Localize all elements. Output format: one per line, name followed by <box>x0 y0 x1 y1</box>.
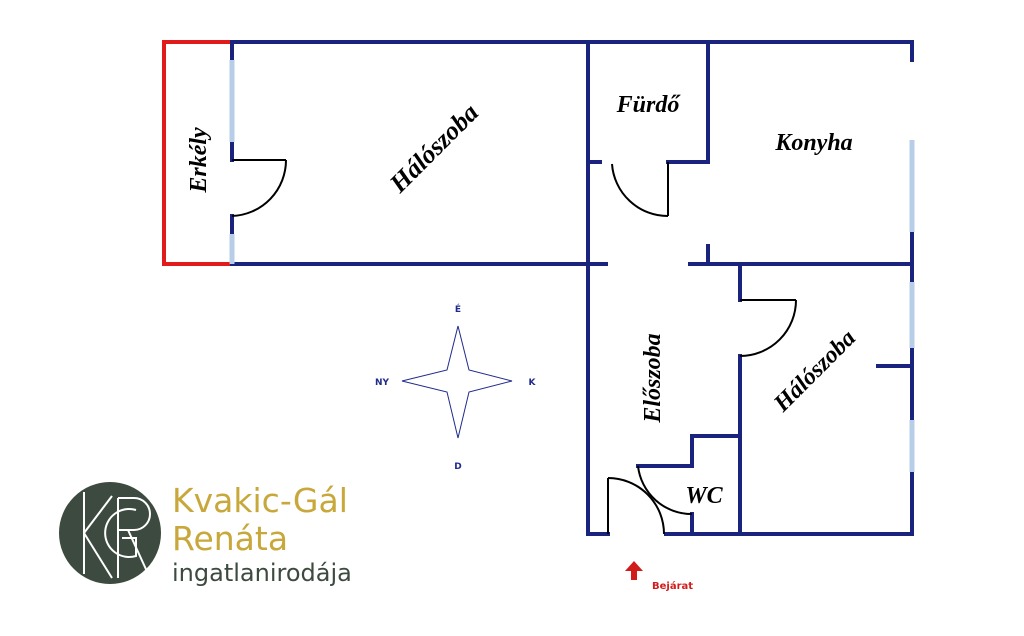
compass-south: D <box>454 462 461 472</box>
compass-north: É <box>455 303 461 315</box>
room-label-haloszoba-2: Hálószoba <box>768 325 861 418</box>
logo-subtitle: ingatlanirodája <box>172 559 352 587</box>
bathroom-door[interactable] <box>611 162 669 218</box>
logo-monogram-mark <box>83 492 151 579</box>
balcony-door[interactable] <box>231 159 287 217</box>
entrance-marker: Bejárat <box>625 561 693 592</box>
compass-east: K <box>529 378 537 388</box>
room-label-wc: WC <box>685 483 723 509</box>
room-label-eloszoba: Előszoba <box>640 333 666 423</box>
compass: É NY K D <box>375 303 537 472</box>
room-label-furdo: Fürdő <box>616 92 682 118</box>
doors <box>231 159 797 535</box>
arrow-up-icon <box>625 561 643 580</box>
logo-name-line-2: Renáta <box>172 519 288 558</box>
compass-west: NY <box>375 378 390 388</box>
room-label-erkely: Erkély <box>186 127 212 194</box>
entrance-label: Bejárat <box>652 580 693 592</box>
windows <box>229 60 915 472</box>
wc-door[interactable] <box>637 465 693 516</box>
compass-star-icon <box>401 325 513 439</box>
walls <box>230 40 914 536</box>
room-label-konyha: Konyha <box>774 130 852 156</box>
room-label-haloszoba-1: Hálószoba <box>383 98 484 199</box>
agency-logo: Kvakic-Gál Renáta ingatlanirodája <box>59 481 352 587</box>
logo-name-line-1: Kvakic-Gál <box>172 481 348 520</box>
balcony-outline <box>162 40 232 266</box>
bedroom-2-door[interactable] <box>739 299 797 357</box>
entrance-door[interactable] <box>607 477 665 535</box>
